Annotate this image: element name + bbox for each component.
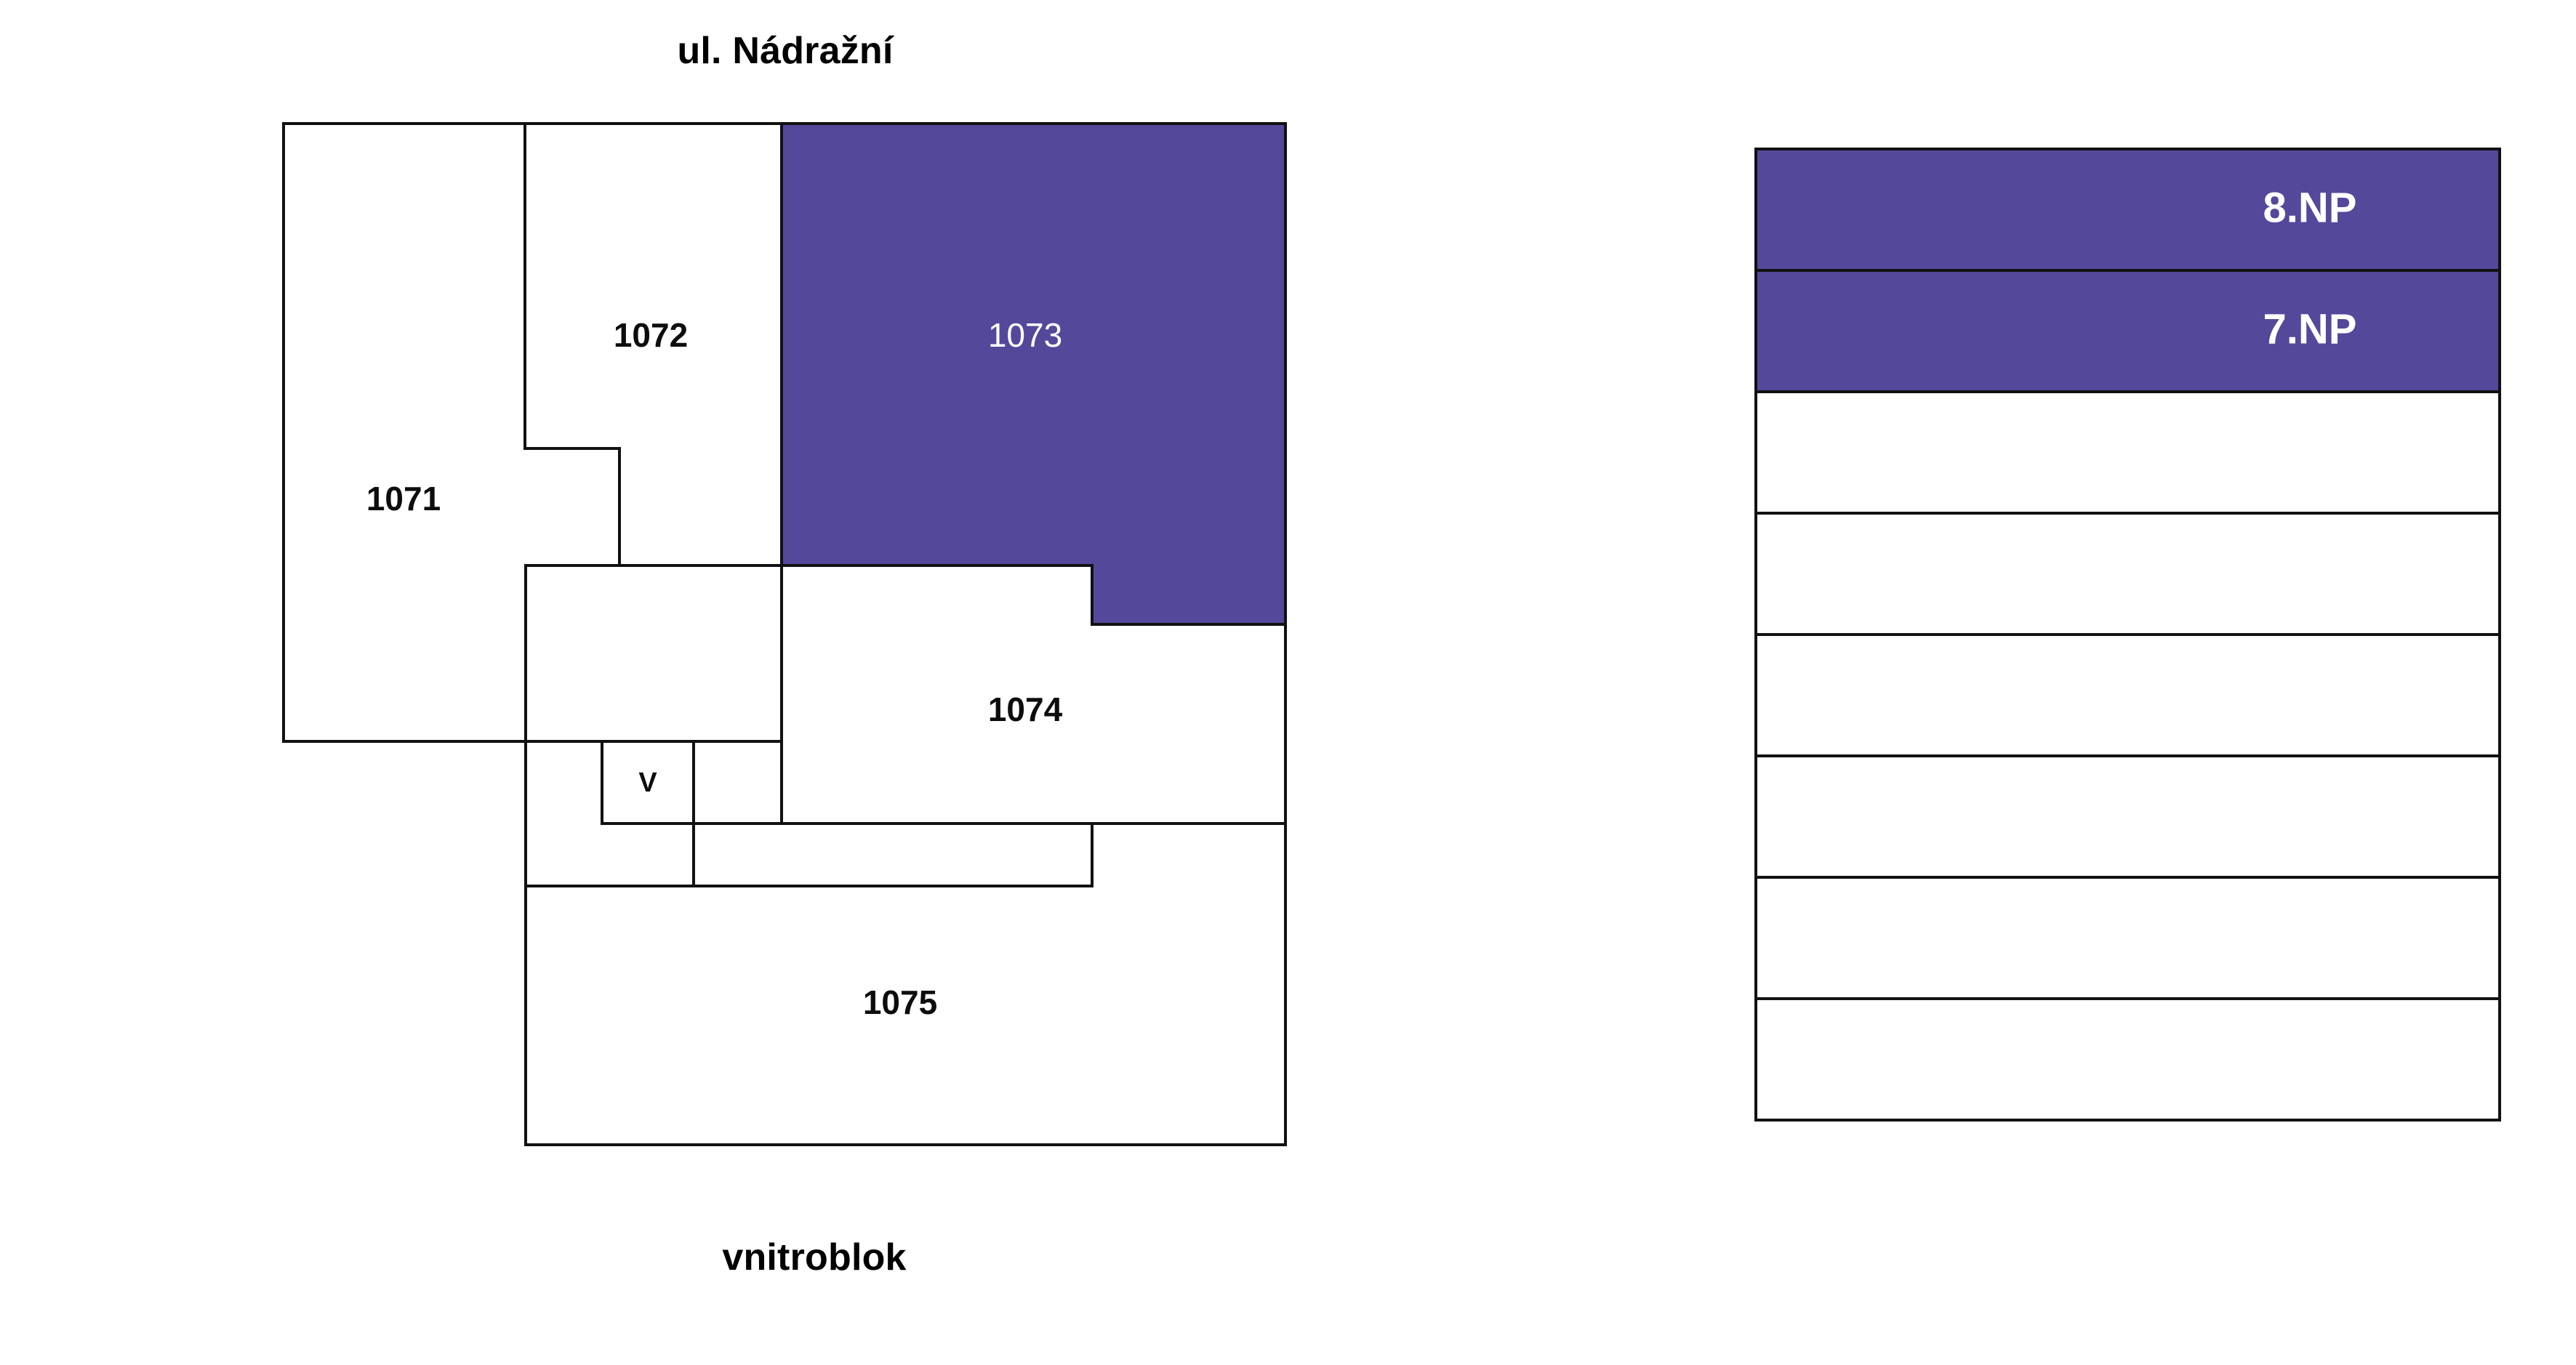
courtyard-v-label: V (638, 768, 657, 798)
unit-label-1073: 1073 (988, 316, 1062, 354)
street-caption-top: ul. Nádražní (677, 30, 894, 72)
floor-row-5[interactable] (1754, 512, 2501, 636)
floor-row-3[interactable] (1754, 754, 2501, 879)
floor-row-1[interactable] (1754, 997, 2501, 1122)
courtyard-caption-bottom: vnitroblok (722, 1236, 907, 1279)
floor-stack: 8.NP 7.NP (1754, 148, 2501, 1122)
floor-row-6[interactable] (1754, 390, 2501, 515)
courtyard-v-box[interactable] (601, 740, 695, 825)
floor-row-4[interactable] (1754, 633, 2501, 757)
unit-1073-shape[interactable] (780, 122, 1287, 626)
unit-label-1071: 1071 (366, 480, 441, 518)
floor-row-2[interactable] (1754, 876, 2501, 1000)
floor-row-8np[interactable]: 8.NP (1754, 148, 2501, 272)
unit-label-1072: 1072 (614, 316, 688, 354)
building-floorplan: V 1071 1072 1073 1074 1075 (282, 122, 1287, 1146)
unit-label-1074: 1074 (988, 690, 1063, 728)
floor-label-8np: 8.NP (2263, 184, 2357, 231)
floor-row-7np[interactable]: 7.NP (1754, 269, 2501, 393)
unit-1075-shape[interactable] (524, 822, 1287, 1146)
floor-label-7np: 7.NP (2263, 305, 2357, 353)
unit-label-1075: 1075 (863, 983, 937, 1021)
